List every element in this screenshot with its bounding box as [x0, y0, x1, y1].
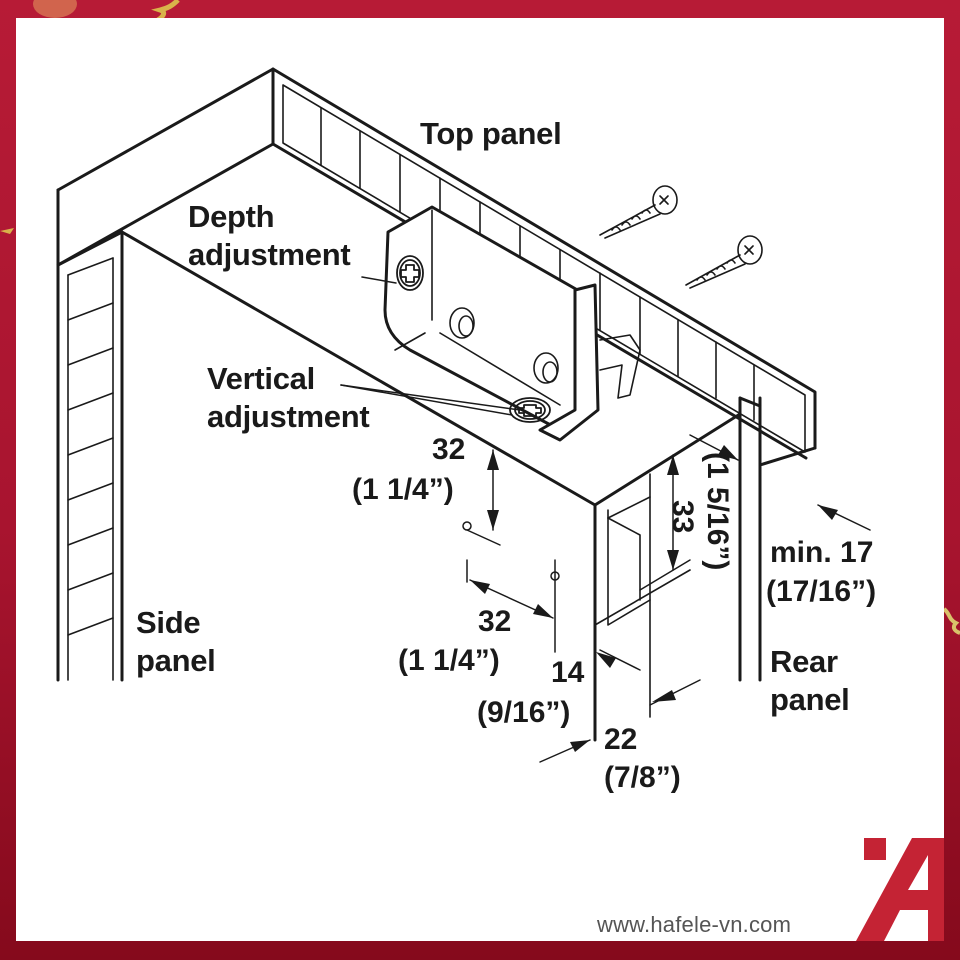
top-panel: [56, 67, 817, 682]
leader-lines: [340, 276, 521, 416]
gold-ribbon-icon: [151, 0, 180, 22]
hanger-bracket-details: [394, 209, 641, 406]
dim-depth-offset-inch: (7/8”): [604, 761, 681, 794]
bell-ornament-icon: [33, 0, 77, 18]
depth-adjustment-label-line2: adjustment: [188, 237, 351, 272]
top-panel-label: Top panel: [420, 116, 562, 151]
rear-opening: [594, 473, 691, 718]
dim-edge-offset-inch: (9/16”): [477, 696, 571, 729]
dimension-arrowheads: [470, 445, 838, 752]
dim-hole-spacing-mm: 32: [478, 605, 512, 638]
hafele-logo-icon: [856, 838, 944, 941]
dim-height-33-inch: (1 5/16”): [701, 452, 734, 571]
wood-screw-icon: [599, 185, 678, 239]
vertical-adjustment-label-line1: Vertical: [207, 361, 315, 396]
dim-height-33-mm: 33: [666, 500, 699, 534]
rear-panel-label-line1: Rear: [770, 644, 838, 679]
depth-adjustment-screw-icon: [396, 255, 424, 291]
side-panel: [56, 230, 597, 682]
cabinet-hanger-installation-drawing: [56, 67, 944, 941]
side-panel-label-line1: Side: [136, 605, 201, 640]
dim-rear-min-mm: min. 17: [770, 536, 874, 569]
vertical-adjustment-label-line2: adjustment: [207, 399, 370, 434]
dim-rear-min-inch: (17/16”): [766, 575, 877, 608]
gold-ribbon-icon: [944, 607, 960, 635]
dim-hole-spacing-inch: (1 1/4”): [398, 644, 500, 677]
side-panel-inner-grid: [67, 257, 114, 681]
gold-ribbon-icon: [0, 228, 14, 234]
website-url: www.hafele-vn.com: [597, 912, 792, 937]
cabinet-front-edge: [593, 396, 817, 742]
depth-adjustment-label-line1: Depth: [188, 199, 275, 234]
side-panel-label-line2: panel: [136, 643, 216, 678]
dim-vertical-hole-mm: 32: [432, 433, 466, 466]
dim-vertical-hole-inch: (1 1/4”): [352, 473, 454, 506]
dim-edge-offset-mm: 14: [551, 656, 585, 689]
dim-depth-offset-mm: 22: [604, 723, 638, 756]
rear-panel-label-line2: panel: [770, 682, 850, 717]
diagram-canvas: [16, 18, 944, 941]
wood-screw-icon: [685, 235, 763, 289]
